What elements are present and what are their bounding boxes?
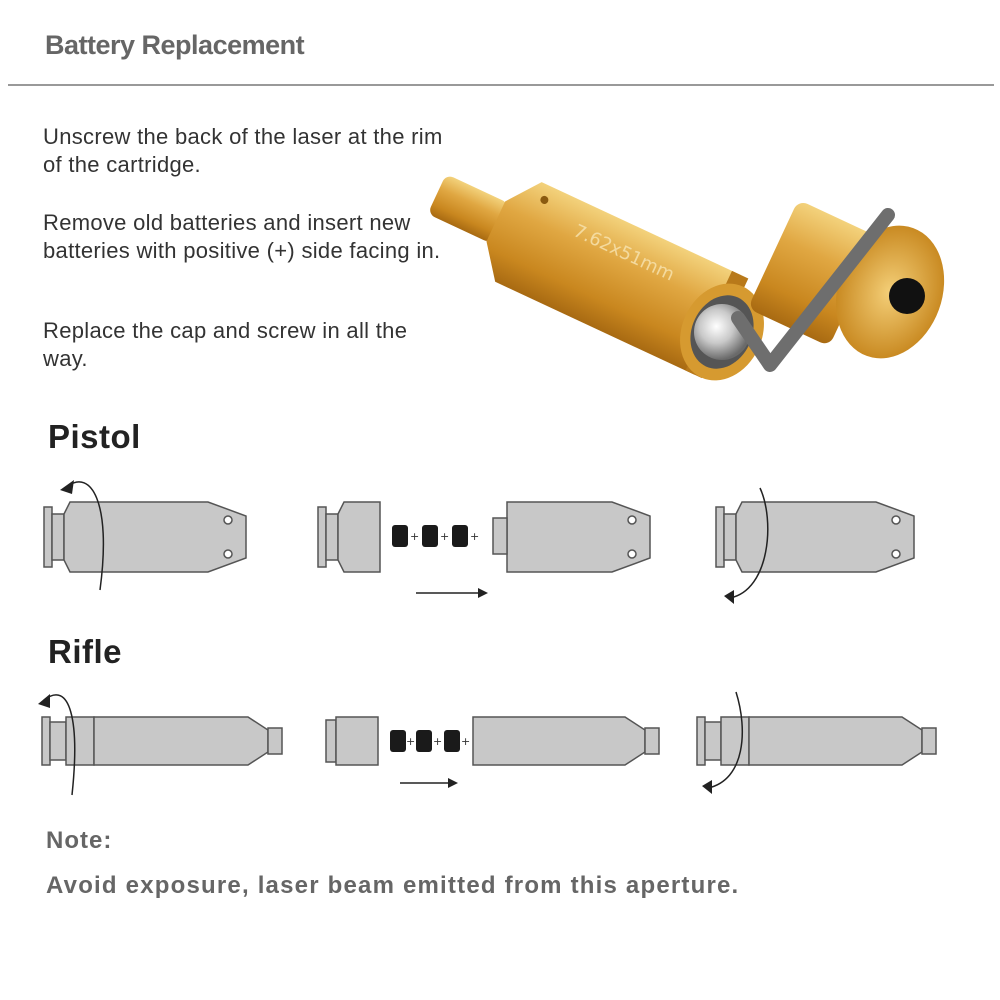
- battery-ball: [694, 304, 750, 360]
- battery-plus-sign: +: [433, 735, 442, 748]
- rotate-arrow-icon: [43, 694, 76, 796]
- engraving-text: 7.62x51mm: [570, 220, 677, 285]
- battery-plus-sign: +: [406, 735, 415, 748]
- rotate-arrow-icon: [67, 481, 105, 591]
- rifle-step-1: [41, 716, 283, 766]
- checkmark-icon: [731, 208, 895, 372]
- pistol-step-1: [43, 501, 247, 573]
- battery-plus-sign: +: [410, 530, 419, 543]
- rifle-batteries: [390, 730, 460, 752]
- instruction-unscrew: Unscrew the back of the laser at the rim…: [43, 124, 443, 177]
- laser-body: 7.62x51mm: [430, 176, 749, 379]
- section-pistol-title: Pistol: [48, 418, 141, 455]
- battery-plus-sign: +: [461, 735, 470, 748]
- instruction-replace-cap: Replace the cap and screw in all the way…: [43, 318, 408, 371]
- section-rifle-title: Rifle: [48, 633, 123, 670]
- note-text: Avoid exposure, laser beam emitted from …: [46, 872, 740, 899]
- battery-plus-sign: +: [470, 530, 479, 543]
- pistol-batteries: [392, 525, 468, 547]
- header-divider: [8, 84, 994, 86]
- rifle-step-2: [325, 716, 660, 766]
- rotate-arrow-icon: [707, 691, 744, 789]
- instruction-replace-batteries: Remove old batteries and insert new batt…: [43, 210, 441, 263]
- pistol-step-3: [715, 501, 915, 573]
- laser-cap: [750, 202, 877, 344]
- laser-open-end: [680, 283, 764, 381]
- note-label: Note:: [46, 827, 113, 854]
- cap-face: [835, 225, 945, 359]
- aperture-icon: [889, 278, 925, 314]
- page-title: Battery Replacement: [45, 30, 305, 60]
- rotate-arrow-icon: [729, 487, 769, 599]
- battery-plus-sign: +: [440, 530, 449, 543]
- rifle-step-3: [696, 716, 937, 766]
- pistol-step-2: [317, 501, 651, 573]
